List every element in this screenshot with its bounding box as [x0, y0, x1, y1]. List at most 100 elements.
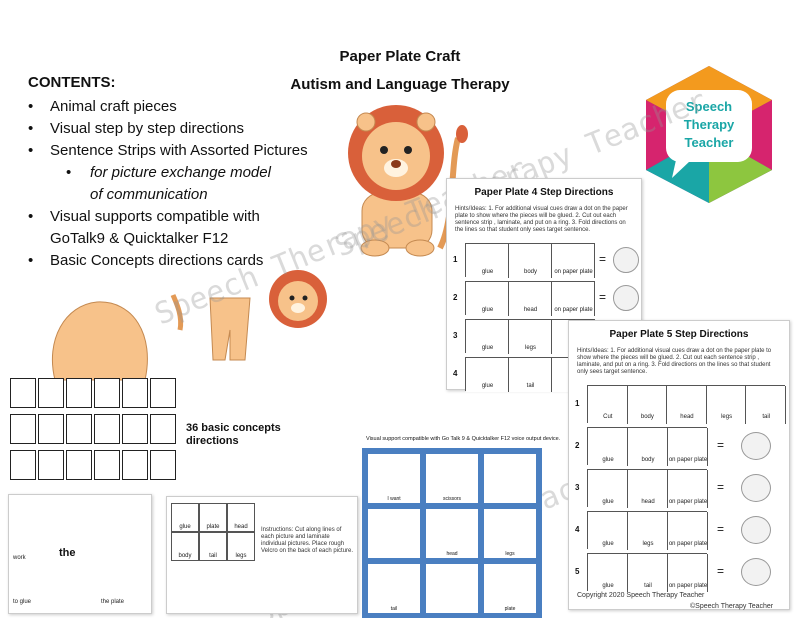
basic-concepts-cards — [10, 378, 184, 488]
contents-item: Visual step by step directions — [28, 118, 368, 140]
sentence-word: to glue — [13, 599, 32, 605]
step-number: 2 — [575, 441, 580, 450]
concept-card — [66, 378, 92, 408]
step-label: head — [641, 499, 655, 505]
concept-card — [38, 378, 64, 408]
four-step-directions-sheet: Paper Plate 4 Step Directions Hints/Idea… — [446, 178, 642, 392]
step-cell — [466, 282, 509, 316]
sentence-word: work — [13, 555, 26, 561]
step-label: legs — [721, 414, 733, 420]
talker-cell-label: scissors — [442, 496, 462, 502]
concept-card — [94, 378, 120, 408]
talker-caption: Visual support compatible with Go Talk 9… — [366, 436, 561, 442]
talker-cell: plate — [484, 564, 536, 613]
step-number: 3 — [575, 483, 580, 492]
step-cell — [509, 244, 552, 278]
picture-card-label: legs — [235, 553, 247, 559]
basic-concepts-label: 36 basic concepts directions — [186, 422, 281, 448]
equals-sign: = — [599, 290, 607, 304]
step-cell — [466, 244, 509, 278]
concept-card — [10, 414, 36, 444]
step-cell — [746, 386, 786, 424]
picture-card: plate — [199, 503, 227, 532]
step-label: glue — [481, 383, 494, 389]
step-number: 5 — [575, 567, 580, 576]
contents-item: Animal craft pieces — [28, 96, 368, 118]
contents-item-cont: GoTalk9 & Quicktalker F12 — [28, 228, 368, 250]
step-number: 3 — [453, 331, 458, 340]
basic-concepts-line-2: directions — [186, 435, 239, 447]
step-cell — [628, 428, 668, 466]
step-label: legs — [524, 345, 536, 351]
plate-result-icon — [741, 474, 771, 502]
step-label: glue — [481, 307, 494, 313]
step-label: glue — [602, 583, 614, 589]
step-cell — [628, 512, 668, 550]
five-step-directions-sheet: Paper Plate 5 Step Directions Hints/Idea… — [568, 320, 790, 610]
picture-card: head — [227, 503, 255, 532]
step-label: on paper plate — [668, 583, 708, 589]
concept-card — [122, 378, 148, 408]
talker-cell — [368, 509, 420, 558]
contents-sub-item-cont: of communication — [28, 184, 368, 206]
step-label: head — [523, 307, 538, 313]
step-cell — [552, 282, 595, 316]
contents-list: CONTENTS: Animal craft pieces Visual ste… — [28, 72, 368, 272]
step-number: 1 — [453, 255, 458, 264]
sentence-word: the — [59, 547, 76, 559]
concept-card — [10, 378, 36, 408]
speech-therapy-teacher-logo: Speech Therapy Teacher — [646, 66, 772, 203]
equals-sign: = — [717, 564, 725, 578]
picture-card-label: body — [178, 553, 192, 559]
talker-cell-label: plate — [504, 606, 516, 612]
picture-card: body — [171, 532, 199, 561]
step-label: glue — [481, 345, 494, 351]
concept-card — [122, 450, 148, 480]
talker-cell: I want — [368, 454, 420, 503]
picture-card-label: head — [234, 524, 248, 530]
four-step-title: Paper Plate 4 Step Directions — [474, 187, 614, 198]
concept-card — [94, 414, 120, 444]
talker-cell: legs — [484, 509, 536, 558]
step-cell — [668, 428, 708, 466]
sentence-word: the plate — [101, 599, 125, 605]
step-label: on paper plate — [554, 269, 593, 275]
contents-sub-item-text: of communication — [90, 186, 208, 203]
step-cell — [668, 512, 708, 550]
equals-sign: = — [717, 480, 725, 494]
step-number: 4 — [453, 369, 458, 378]
talker-cell-label: head — [446, 551, 458, 557]
concept-card — [66, 414, 92, 444]
step-cell — [552, 244, 595, 278]
equals-sign: = — [717, 438, 725, 452]
contents-item: Visual supports compatible with — [28, 206, 368, 228]
step-cell — [509, 282, 552, 316]
talker-cell: scissors — [426, 454, 478, 503]
step-cell — [628, 470, 668, 508]
footer-copyright: ©Speech Therapy Teacher — [690, 603, 774, 610]
step-label: glue — [602, 541, 614, 547]
step-label: glue — [602, 457, 614, 463]
concept-card — [38, 414, 64, 444]
talker-cell-label: I want — [387, 496, 401, 502]
contents-item: Sentence Strips with Assorted Pictures — [28, 140, 368, 162]
concept-card — [150, 450, 176, 480]
step-cell — [466, 358, 509, 392]
step-label: on paper plate — [554, 307, 593, 313]
picture-card-label: glue — [179, 524, 191, 530]
step-number: 1 — [575, 399, 580, 408]
contents-item-cont-text: GoTalk9 & Quicktalker F12 — [50, 230, 229, 247]
step-cell — [588, 386, 628, 424]
step-cell — [667, 386, 707, 424]
concept-card — [150, 414, 176, 444]
step-label: Cut — [603, 414, 613, 420]
step-label: glue — [481, 269, 494, 275]
step-row: glue head on paper plate — [465, 281, 595, 316]
contents-heading: CONTENTS: — [28, 74, 116, 91]
